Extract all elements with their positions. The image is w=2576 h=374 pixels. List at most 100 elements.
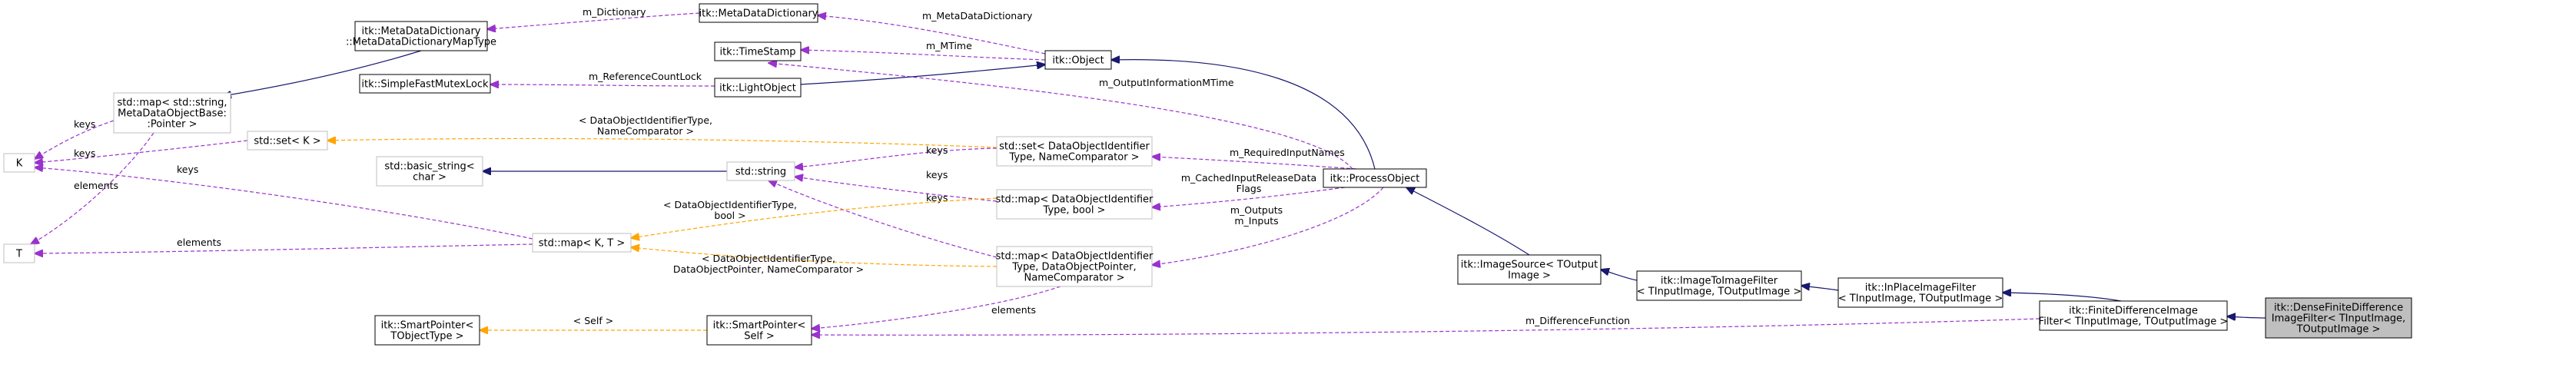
edge-usage: m_MetaDataDictionary (818, 10, 1046, 55)
edge-line (1152, 187, 1384, 265)
node-box[interactable] (1457, 254, 1602, 285)
node-box[interactable] (726, 161, 795, 181)
edge-label: keys (177, 164, 198, 175)
node-label: itk::MetaDataDictionary (362, 26, 481, 38)
node-label: itk::InPlaceImageFilter (1865, 283, 1977, 294)
node-process-object[interactable]: itk::ProcessObject (1323, 168, 1427, 188)
edge-usage: keys (35, 140, 248, 163)
node-label: < TInputImage, TOutputImage > (1838, 293, 2003, 305)
node-box[interactable] (1044, 50, 1112, 70)
edge-label: bool > (714, 210, 745, 221)
node-box[interactable] (1837, 277, 2003, 308)
edge-label: m_ReferenceCountLock (589, 71, 702, 82)
node-image-source[interactable]: itk::ImageSource< TOutputImage > (1457, 254, 1602, 285)
node-std-set-doi[interactable]: std::set< DataObjectIdentifierType, Name… (996, 136, 1153, 167)
edge-line (35, 140, 248, 163)
node-std-map-doibool[interactable]: std::map< DataObjectIdentifierType, bool… (996, 189, 1154, 220)
node-smart-pointer-tobject[interactable]: itk::SmartPointer<TObjectType > (374, 315, 480, 346)
node-label: itk::SimpleFastMutexLock (361, 79, 489, 91)
edge-line (490, 84, 715, 86)
edge-line (795, 177, 998, 202)
edge-label: m_Outputs (1230, 204, 1283, 216)
node-in-place-image-filter[interactable]: itk::InPlaceImageFilter< TInputImage, TO… (1837, 277, 2003, 308)
node-box[interactable] (2265, 297, 2412, 339)
node-simple-fast-mutex-lock[interactable]: itk::SimpleFastMutexLock (359, 74, 491, 94)
node-label: itk::SmartPointer< (381, 320, 474, 332)
edge-inherit (1111, 60, 1376, 170)
edge-usage: m_Dictionary (487, 6, 700, 29)
node-label: std::set< K > (254, 136, 320, 147)
node-box[interactable] (3, 243, 35, 263)
edge-usage: m_RequiredInputNames (1152, 147, 1357, 170)
node-box[interactable] (247, 131, 328, 151)
node-box[interactable] (1323, 168, 1427, 188)
edge-label: m_DifferenceFunction (1525, 315, 1630, 326)
node-label: std::map< DataObjectIdentifier (996, 251, 1154, 263)
edge-line (1406, 187, 1530, 256)
node-box[interactable] (996, 246, 1153, 287)
node-box[interactable] (3, 153, 35, 173)
edge-label: < DataObjectIdentifierType, (702, 253, 835, 264)
node-label: itk::SmartPointer< (713, 320, 806, 332)
node-std-map-doiptr[interactable]: std::map< DataObjectIdentifierType, Data… (996, 246, 1154, 287)
node-label: itk::Object (1052, 55, 1104, 67)
node-box[interactable] (532, 233, 632, 253)
edge-label: < DataObjectIdentifierType, (579, 114, 712, 126)
node-box[interactable] (996, 136, 1153, 167)
node-box[interactable] (714, 78, 802, 98)
node-box[interactable] (2039, 300, 2228, 331)
edge-line (818, 15, 1046, 55)
node-t[interactable]: T (3, 243, 35, 263)
node-label: < TInputImage, TOutputImage > (1637, 286, 1801, 298)
edge-template: < DataObjectIdentifierType,DataObjectPoi… (631, 247, 998, 275)
node-std-string[interactable]: std::string (726, 161, 795, 181)
edge-line (1801, 286, 1839, 291)
node-image-to-image-filter[interactable]: itk::ImageToImageFilter< TInputImage, TO… (1636, 270, 1802, 301)
node-label: std::string (735, 167, 786, 178)
node-box[interactable] (376, 156, 483, 187)
node-std-map-kt[interactable]: std::map< K, T > (532, 233, 632, 253)
node-box[interactable] (113, 92, 231, 134)
node-label: std::map< K, T > (539, 238, 626, 250)
edge-label: keys (926, 192, 948, 204)
node-meta-data-dictionary[interactable]: itk::MetaDataDictionary (699, 3, 818, 23)
node-k[interactable]: K (3, 153, 35, 173)
node-box[interactable] (359, 74, 491, 94)
edge-line (768, 180, 998, 258)
node-meta-data-dictionary-map-type[interactable]: itk::MetaDataDictionary::MetaDataDiction… (346, 21, 496, 51)
node-smart-pointer-self[interactable]: itk::SmartPointer<Self > (706, 315, 812, 346)
edge-template: < DataObjectIdentifierType,bool > (631, 197, 998, 238)
node-box[interactable] (706, 315, 812, 346)
node-light-object[interactable]: itk::LightObject (714, 78, 802, 98)
node-std-map-meta[interactable]: std::map< std::string,MetaDataObjectBase… (113, 92, 231, 134)
node-box[interactable] (714, 41, 802, 61)
node-box[interactable] (699, 3, 818, 23)
node-label: std::map< DataObjectIdentifier (996, 194, 1154, 206)
node-basic-string[interactable]: std::basic_string<char > (376, 156, 483, 187)
node-label: itk::ProcessObject (1330, 174, 1420, 185)
edge-usage: keys (795, 169, 998, 202)
node-box[interactable] (354, 21, 488, 51)
node-time-stamp[interactable]: itk::TimeStamp (714, 41, 802, 61)
node-box[interactable] (996, 189, 1153, 220)
edge-label: elements (177, 237, 221, 248)
node-box[interactable] (374, 315, 480, 346)
edge-label: m_MetaDataDictionary (922, 10, 1033, 22)
node-box[interactable] (1636, 270, 1802, 301)
edge-line (327, 138, 998, 148)
edge-line (2227, 316, 2266, 318)
node-label: TObjectType > (390, 331, 463, 343)
node-object[interactable]: itk::Object (1044, 50, 1112, 70)
edge-label: keys (74, 118, 95, 130)
edge-usage: m_MTime (801, 40, 1046, 61)
edge-line (2003, 293, 2122, 302)
edge-line (1152, 157, 1357, 170)
edge-template: < DataObjectIdentifierType,NameComparato… (327, 114, 998, 148)
edge-label: elements (991, 304, 1036, 316)
edge-usage: keys (768, 180, 998, 258)
edge-line (35, 120, 115, 159)
node-label: K (16, 158, 23, 170)
node-std-set-k[interactable]: std::set< K > (247, 131, 328, 151)
